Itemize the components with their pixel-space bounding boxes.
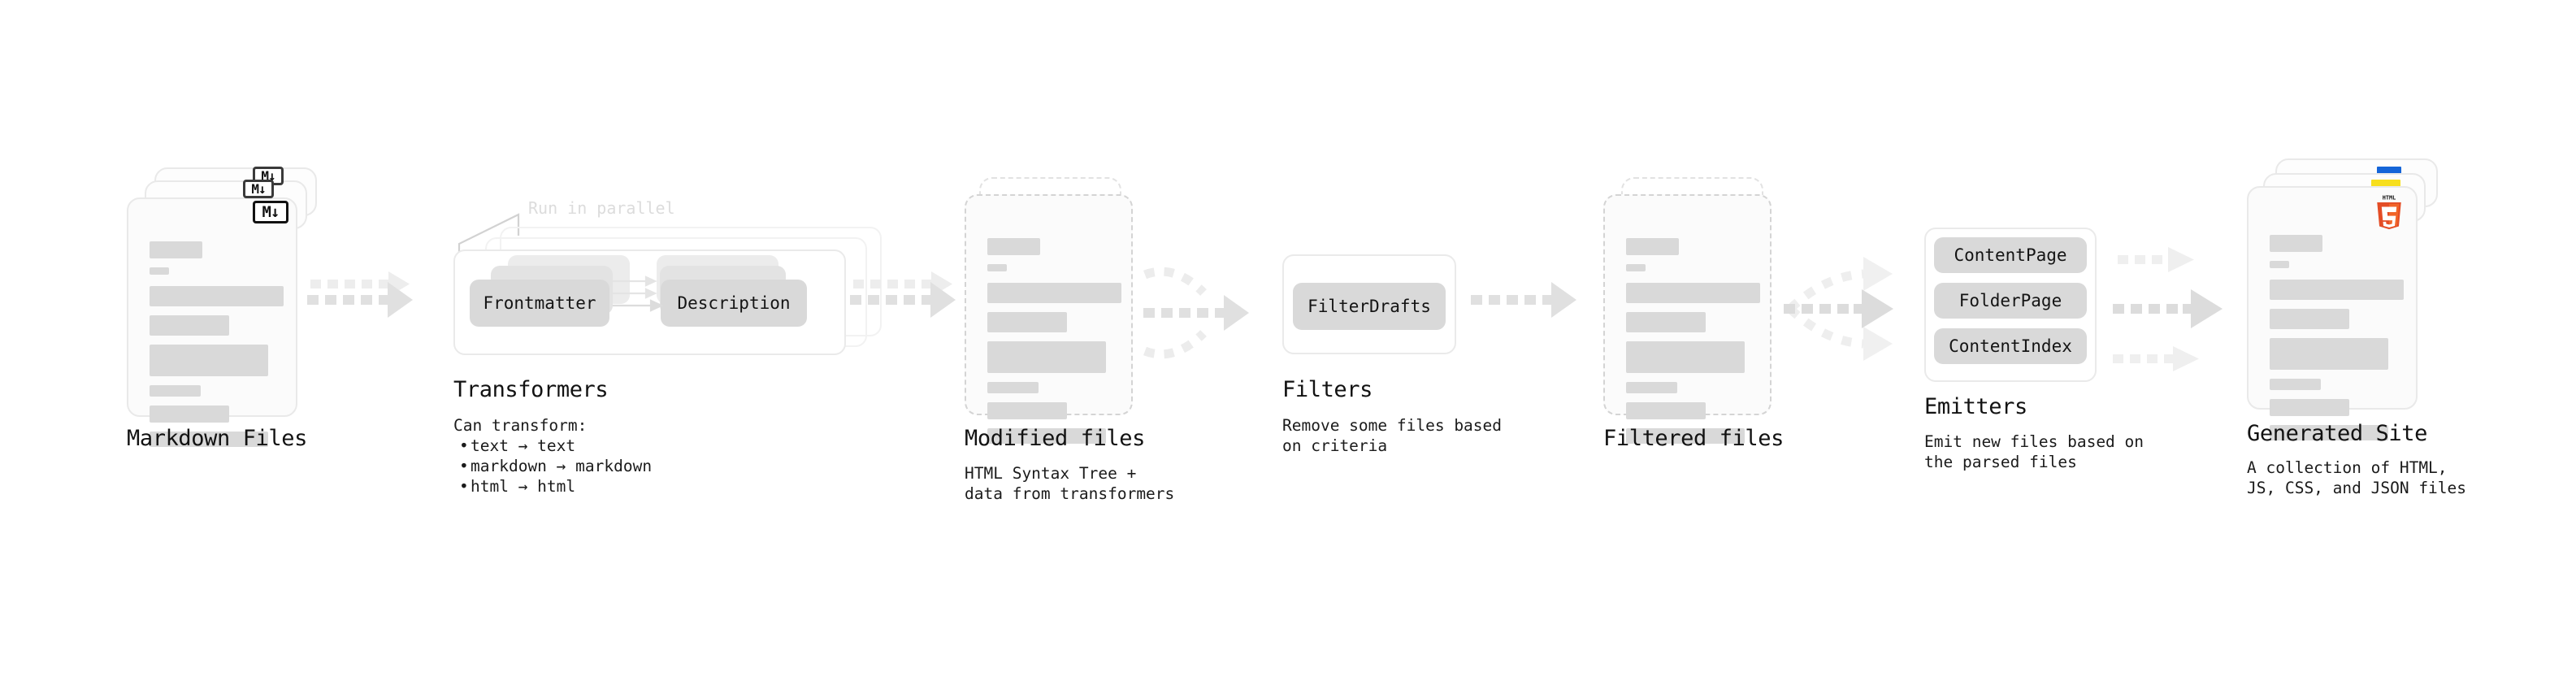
filter-pill-filterdrafts[interactable]: FilterDrafts <box>1293 283 1446 330</box>
subcaption-transformers: Can transform: <box>453 416 588 435</box>
transformer-pill-description[interactable]: Description <box>661 280 807 327</box>
flow-arrow-6 <box>2113 247 2223 371</box>
list-item: html → html <box>457 476 652 497</box>
flow-arrow-3-merge <box>1143 267 1249 359</box>
transformers-bullet-list: text → text markdown → markdown html → h… <box>457 436 652 497</box>
filtered-skeleton-bars <box>1626 238 1760 453</box>
markdown-skeleton-bars <box>150 241 284 456</box>
markdown-file-card-front <box>127 197 297 447</box>
flow-arrow-1 <box>307 271 413 318</box>
emitter-pill-contentpage[interactable]: ContentPage <box>1934 237 2087 273</box>
caption-filters: Filters <box>1282 377 1373 402</box>
transformer-pill-frontmatter[interactable]: Frontmatter <box>470 280 609 327</box>
subcaption-generated-site: A collection of HTML, JS, CSS, and JSON … <box>2247 458 2467 497</box>
annotation-run-in-parallel: Run in parallel <box>528 198 675 218</box>
generated-site-skeleton-bars <box>2270 235 2404 449</box>
caption-transformers: Transformers <box>453 377 609 402</box>
caption-modified-files: Modified files <box>965 426 1145 451</box>
subcaption-emitters: Emit new files based on the parsed files <box>1924 432 2144 471</box>
modified-file-card-front <box>965 194 1133 444</box>
caption-markdown-files: Markdown Files <box>127 426 307 451</box>
caption-emitters: Emitters <box>1924 394 2027 419</box>
caption-filtered-files: Filtered files <box>1603 426 1784 451</box>
flow-arrow-5-fanout <box>1784 257 1893 361</box>
svg-text:HTML: HTML <box>2383 194 2396 201</box>
html5-logo-icon: HTML <box>2377 194 2401 230</box>
subcaption-filters: Remove some files based on criteria <box>1282 416 1503 455</box>
markdown-logo-icon: M↓ <box>253 201 288 223</box>
flow-arrow-4 <box>1471 282 1576 318</box>
list-item: text → text <box>457 436 652 456</box>
markdown-logo-icon-mid: M↓ <box>243 180 274 198</box>
emitter-pill-folderpage[interactable]: FolderPage <box>1934 283 2087 319</box>
modified-skeleton-bars <box>987 238 1121 453</box>
subcaption-modified-files: HTML Syntax Tree + data from transformer… <box>965 464 1175 503</box>
emitter-pill-contentindex[interactable]: ContentIndex <box>1934 328 2087 364</box>
flow-arrow-2 <box>850 271 956 318</box>
transformer-inner-arrows <box>613 275 664 312</box>
filtered-file-card-front <box>1603 194 1772 444</box>
css-logo-icon <box>2377 167 2401 176</box>
list-item: markdown → markdown <box>457 456 652 476</box>
caption-generated-site: Generated Site <box>2247 421 2427 446</box>
